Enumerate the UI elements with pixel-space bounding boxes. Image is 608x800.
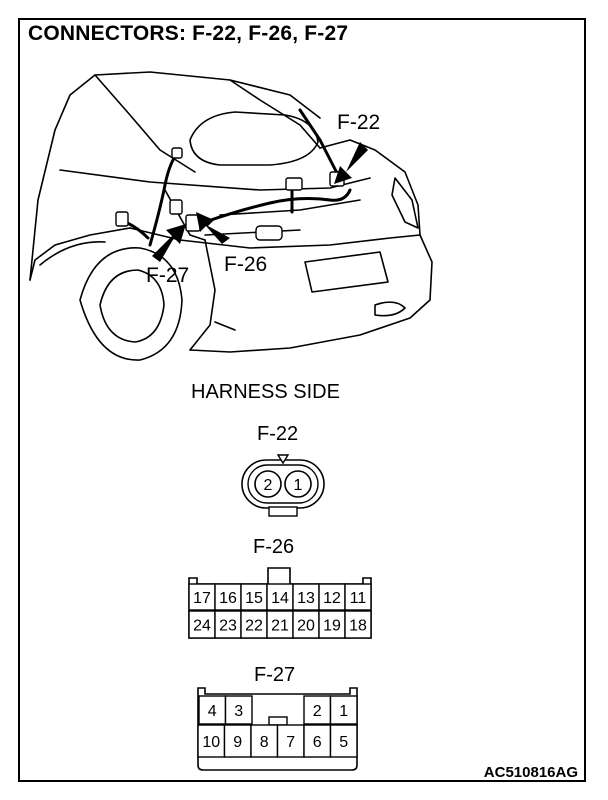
f26-pin-19: 19 — [323, 618, 341, 635]
f26-pin-15: 15 — [245, 590, 263, 607]
f26-pin-12: 12 — [323, 590, 341, 607]
f27-pin-3: 3 — [234, 703, 243, 720]
f26-connector: 17 16 15 14 13 12 11 24 23 22 21 20 19 18 — [188, 567, 372, 639]
f27-pin-6: 6 — [313, 734, 322, 751]
f26-pin-24: 24 — [193, 618, 211, 635]
f26-pin-13: 13 — [297, 590, 315, 607]
f26-pin-16: 16 — [219, 590, 237, 607]
f26-pin-21: 21 — [271, 618, 289, 635]
figure-code: AC510816AG — [483, 764, 578, 781]
f22-pin-2: 2 — [264, 477, 273, 494]
f27-pin-9: 9 — [233, 734, 242, 751]
f26-connector-label: F-26 — [253, 536, 295, 558]
f27-pin-8: 8 — [260, 734, 269, 751]
f26-pin-17: 17 — [193, 590, 211, 607]
f27-arrow — [152, 224, 186, 262]
page-title: CONNECTORS: F-22, F-26, F-27 — [28, 22, 349, 45]
harness-side-label: HARNESS SIDE — [191, 381, 340, 403]
callout-f26: F-26 — [224, 253, 267, 276]
f27-pin-4: 4 — [208, 703, 217, 720]
diagram-frame — [18, 18, 586, 782]
f27-pin-1: 1 — [339, 703, 348, 720]
f26-pin-23: 23 — [219, 618, 237, 635]
callout-f22: F-22 — [337, 111, 380, 134]
f27-pin-5: 5 — [339, 734, 348, 751]
f22-pin-1: 1 — [294, 477, 303, 494]
f27-pin-10: 10 — [202, 734, 220, 751]
f26-pin-20: 20 — [297, 618, 315, 635]
f22-connector: 2 1 — [241, 454, 325, 517]
f27-pin-2: 2 — [313, 703, 322, 720]
f22-arrow — [334, 142, 368, 184]
f26-pin-18: 18 — [349, 618, 367, 635]
callout-f27: F-27 — [146, 264, 189, 287]
f26-pin-22: 22 — [245, 618, 263, 635]
f27-connector-label: F-27 — [254, 664, 296, 686]
f22-connector-label: F-22 — [257, 423, 299, 445]
f27-location-marker — [169, 199, 183, 215]
f26-arrow — [196, 212, 230, 244]
f27-pin-7: 7 — [286, 734, 295, 751]
f26-pin-14: 14 — [271, 590, 289, 607]
f26-pin-11: 11 — [350, 590, 367, 607]
